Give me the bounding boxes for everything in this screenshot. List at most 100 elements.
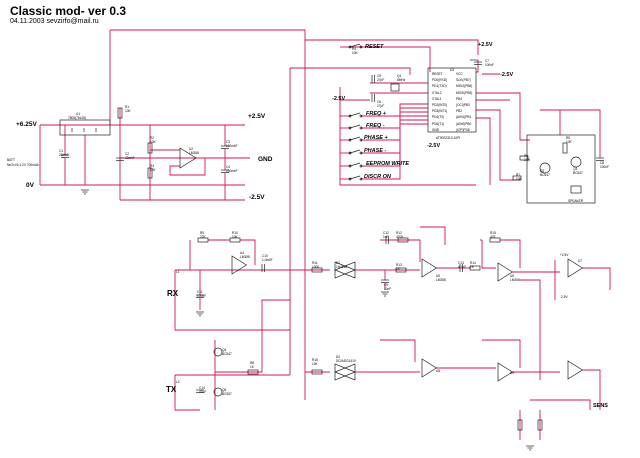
r3-resistor bbox=[147, 167, 153, 179]
q5-transistor bbox=[213, 387, 223, 397]
discr-on-switch bbox=[349, 175, 361, 180]
mcu-right-pin-label: MISO(PB6) bbox=[456, 84, 473, 89]
q3-transistor bbox=[570, 156, 582, 168]
batt-value: 5xCh-Ni 1.2V 700mAh bbox=[7, 163, 39, 167]
mcu-left-pin-label: PD5(T1) bbox=[432, 121, 445, 126]
c6-ref: C6 bbox=[377, 100, 382, 104]
rail-label-top-plus-2v5: +2.5V bbox=[478, 42, 493, 48]
u9-opamp bbox=[497, 362, 514, 382]
r15-ref: R15 bbox=[490, 231, 496, 235]
r5-resistor bbox=[562, 142, 568, 154]
mcu-left-pin-label: PD1(TXD) bbox=[432, 84, 447, 89]
wire bbox=[476, 109, 520, 181]
mcu-right-pin-label: (OCI)PB3 bbox=[456, 103, 470, 107]
switch-label-eeprom-write: EEPROM WRITE bbox=[366, 161, 410, 167]
r14-resistor bbox=[469, 265, 481, 271]
d1-value: 1N4148 bbox=[336, 265, 348, 269]
r1-resistor bbox=[117, 107, 123, 119]
plus25a-label: +2.5V bbox=[560, 253, 569, 257]
wire bbox=[339, 87, 476, 186]
c3-value: 100mkF bbox=[226, 144, 238, 148]
rail-label-0v: 0V bbox=[26, 182, 34, 189]
d2-diode bbox=[334, 363, 356, 381]
r13-value: 1K bbox=[396, 267, 400, 271]
mcu-right-pin-label: PB4 bbox=[456, 96, 463, 101]
r2-ref: R2 bbox=[150, 136, 155, 140]
wire bbox=[476, 60, 479, 73]
q3-value: BC547 bbox=[573, 171, 583, 175]
wire bbox=[582, 369, 601, 410]
u10-opamp bbox=[567, 360, 584, 380]
eeprom-write-switch bbox=[359, 164, 363, 168]
r12-resistor bbox=[397, 237, 409, 243]
r4-ref: R4 bbox=[352, 47, 357, 51]
r13-ref: R13 bbox=[396, 263, 402, 267]
r11-ref: R11 bbox=[312, 261, 318, 265]
q4-transistor bbox=[213, 347, 223, 357]
r9-value: 22K bbox=[200, 235, 206, 239]
r7-ref: R7 bbox=[516, 173, 521, 177]
freq-minus-switch bbox=[359, 126, 363, 130]
c4-ref: C4 bbox=[226, 165, 231, 169]
mcu-left-pin-label: RESET bbox=[432, 72, 443, 76]
u2-opamp bbox=[179, 147, 197, 169]
r5-ref: R5 bbox=[566, 136, 571, 140]
mcu-left-pin-label: XTAL2 bbox=[432, 90, 442, 95]
wire bbox=[240, 239, 256, 265]
c2-value: 22mkF bbox=[125, 156, 135, 160]
phase-minus-switch bbox=[359, 151, 363, 155]
d2-diode bbox=[334, 363, 356, 381]
eeprom-write-switch bbox=[349, 162, 361, 167]
q5-value: BC557 bbox=[222, 392, 232, 396]
u8-ref: U8 bbox=[436, 369, 441, 373]
c9-ref: C9 bbox=[384, 283, 389, 287]
q2-transistor bbox=[539, 162, 551, 174]
r12-value: 470K bbox=[396, 235, 404, 239]
c10-ref: C10 bbox=[262, 254, 268, 258]
mcu-right-pin-label: VCC bbox=[456, 72, 463, 76]
q4-value: BC547 bbox=[222, 352, 232, 356]
wire bbox=[481, 240, 496, 269]
r4-value: 10K bbox=[352, 51, 358, 55]
speaker-driver-box bbox=[526, 134, 596, 204]
speaker-label: SPEAKER bbox=[568, 199, 584, 203]
switch-label-discr-on: DISCR ON bbox=[364, 174, 391, 180]
mcu-left-pin-label: PD3(INT1) bbox=[432, 109, 448, 114]
q4-ref: Q4 bbox=[222, 348, 227, 352]
wire bbox=[500, 239, 521, 268]
u2-value: LM358 bbox=[189, 151, 199, 155]
reset-switch bbox=[349, 43, 361, 48]
u5-ref: U5 bbox=[436, 274, 441, 278]
rail-label-gnd: GND bbox=[258, 156, 273, 163]
port-label-rx: RX bbox=[167, 289, 179, 298]
r3-value: 100 bbox=[150, 168, 156, 172]
u2-ref: U2 bbox=[189, 147, 194, 151]
r8-ref: R8 bbox=[250, 361, 255, 365]
minus25a-label: -2.5V bbox=[560, 295, 568, 299]
c3-ref: C3 bbox=[226, 140, 231, 144]
c5-value: 27pF bbox=[377, 78, 385, 82]
r14-ref: R14 bbox=[470, 261, 476, 265]
r16-resistor bbox=[311, 369, 323, 375]
wire bbox=[520, 279, 541, 380]
r11-value: 100K bbox=[312, 265, 320, 269]
r18-resistor bbox=[537, 419, 543, 431]
wire bbox=[174, 270, 290, 331]
speaker-symbol bbox=[570, 185, 582, 194]
d1-ref: D1 bbox=[336, 261, 341, 265]
r2-resistor bbox=[147, 142, 153, 154]
wire bbox=[540, 109, 601, 158]
switch-label-phase-minus: PHASE - bbox=[364, 148, 387, 154]
wire bbox=[290, 67, 411, 75]
q5-ref: Q5 bbox=[222, 388, 227, 392]
r8-value: 1K bbox=[250, 365, 254, 369]
l2-ref: L2 bbox=[176, 380, 180, 384]
r6-value: 2.2K bbox=[524, 158, 531, 162]
mcu-left-pin-label: PD0(RXD) bbox=[432, 78, 448, 83]
rail-label-plus-2v5: +2.5V bbox=[248, 113, 266, 120]
mcu-right-pin-label: SCK(PB7) bbox=[456, 78, 471, 83]
mcu-part: AT90S2313-10PI bbox=[436, 136, 461, 140]
discr-on-switch bbox=[359, 177, 363, 181]
